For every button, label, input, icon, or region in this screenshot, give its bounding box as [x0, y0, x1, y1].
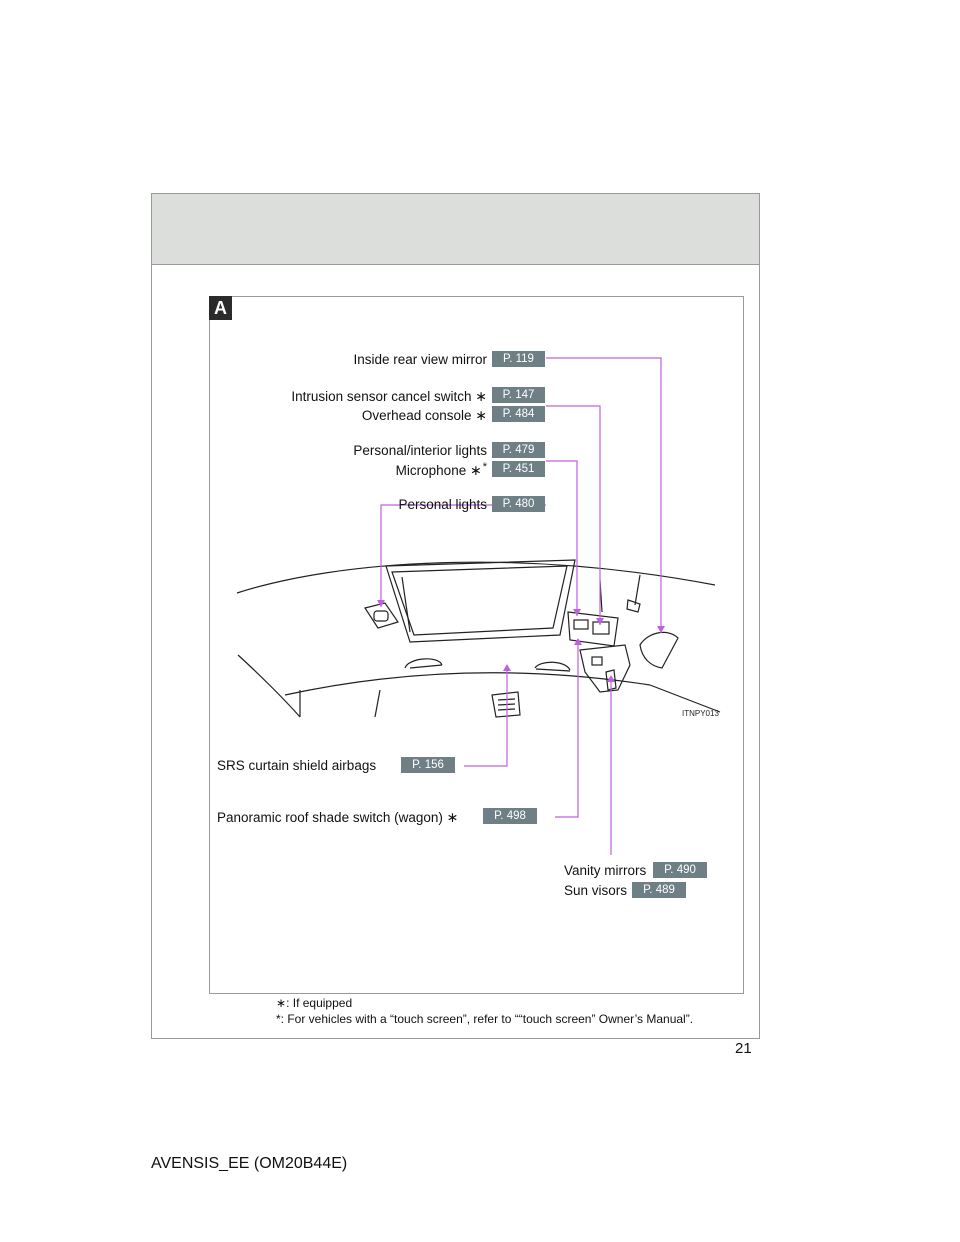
footnote-mark: ∗ — [276, 996, 287, 1010]
touch-screen-mark: * — [482, 461, 487, 473]
page-ref-badge: P. 119 — [492, 351, 545, 367]
callout-label-text: Microphone — [395, 463, 467, 478]
callout-label-text: Overhead console — [361, 408, 472, 423]
document-id: AVENSIS_EE (OM20B44E) — [151, 1155, 348, 1172]
page-ref-badge: P. 480 — [492, 496, 545, 512]
callout-label-personal-lights: Personal lights — [398, 497, 487, 512]
if-equipped-mark: ∗ — [475, 388, 487, 404]
callout-label-panoramic-roof-shade-switch: Panoramic roof shade switch (wagon) ∗ — [217, 809, 458, 826]
callout-label-rear-view-mirror: Inside rear view mirror — [353, 352, 487, 367]
page-ref-badge: P. 479 — [492, 442, 545, 458]
footnote-touch-screen: *: For vehicles with a “touch screen”, r… — [276, 1012, 693, 1026]
if-equipped-mark: ∗ — [446, 809, 459, 825]
if-equipped-mark: ∗ — [469, 462, 482, 478]
page-ref-badge: P. 484 — [492, 406, 545, 422]
callout-label-intrusion-sensor: Intrusion sensor cancel switch ∗ — [291, 388, 487, 405]
page-ref-badge: P. 489 — [632, 882, 686, 898]
page-ref-badge: P. 147 — [492, 387, 545, 403]
section-label: A — [209, 296, 232, 320]
page-frame — [151, 193, 760, 1039]
callout-label-srs-curtain-airbags: SRS curtain shield airbags — [217, 758, 377, 773]
footnote-if-equipped: ∗: If equipped — [276, 996, 352, 1010]
page-number: 21 — [735, 1040, 752, 1057]
callout-label-vanity-mirrors: Vanity mirrors — [564, 863, 647, 878]
callout-label-personal-interior-lights: Personal/interior lights — [353, 443, 487, 458]
illustration-frame — [209, 296, 744, 994]
if-equipped-mark: ∗ — [475, 407, 487, 423]
image-code: ITNPY013 — [682, 709, 719, 718]
callout-label-text: Intrusion sensor cancel switch — [291, 389, 472, 404]
page-ref-badge: P. 156 — [401, 757, 455, 773]
footnote-mark: * — [276, 1012, 281, 1026]
callout-label-overhead-console: Overhead console ∗ — [362, 407, 487, 424]
callout-label-sun-visors: Sun visors — [564, 883, 628, 898]
callout-label-microphone: Microphone ∗* — [395, 461, 487, 480]
footnote-text: : For vehicles with a “touch screen”, re… — [280, 1012, 694, 1026]
callout-label-text: Panoramic roof shade switch (wagon) — [217, 810, 443, 825]
page-ref-badge: P. 490 — [653, 862, 707, 878]
page-ref-badge: P. 451 — [492, 461, 545, 477]
header-band — [152, 194, 759, 265]
page-ref-badge: P. 498 — [483, 808, 537, 824]
footnote-text: : If equipped — [286, 996, 353, 1010]
